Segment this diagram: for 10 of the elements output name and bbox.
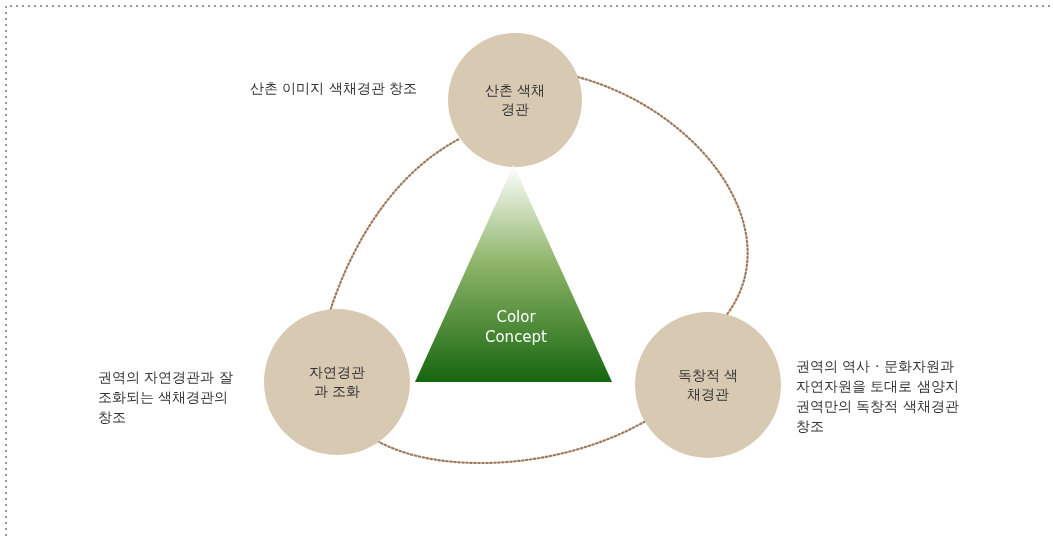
circle-label: 자연경관과 조화 (308, 363, 366, 401)
dotted-connector (329, 137, 462, 311)
circle-label: 독창적 색채경관 (676, 366, 740, 404)
circle-label: 산촌 색채경관 (483, 81, 547, 119)
concept-label: Color Concept (483, 307, 548, 347)
dotted-connector (576, 76, 749, 316)
description-text: 권역의 역사 · 문화자원과 자연자원을 토대로 샘양지 권역만의 독창적 색채경관 창조 (796, 357, 960, 436)
description-text: 산촌 이미지 색채경관 창조 (250, 79, 419, 98)
description-text: 권역의 자연경관과 잘 조화되는 색채경관의 창조 (98, 368, 234, 427)
dotted-connector (377, 420, 646, 465)
